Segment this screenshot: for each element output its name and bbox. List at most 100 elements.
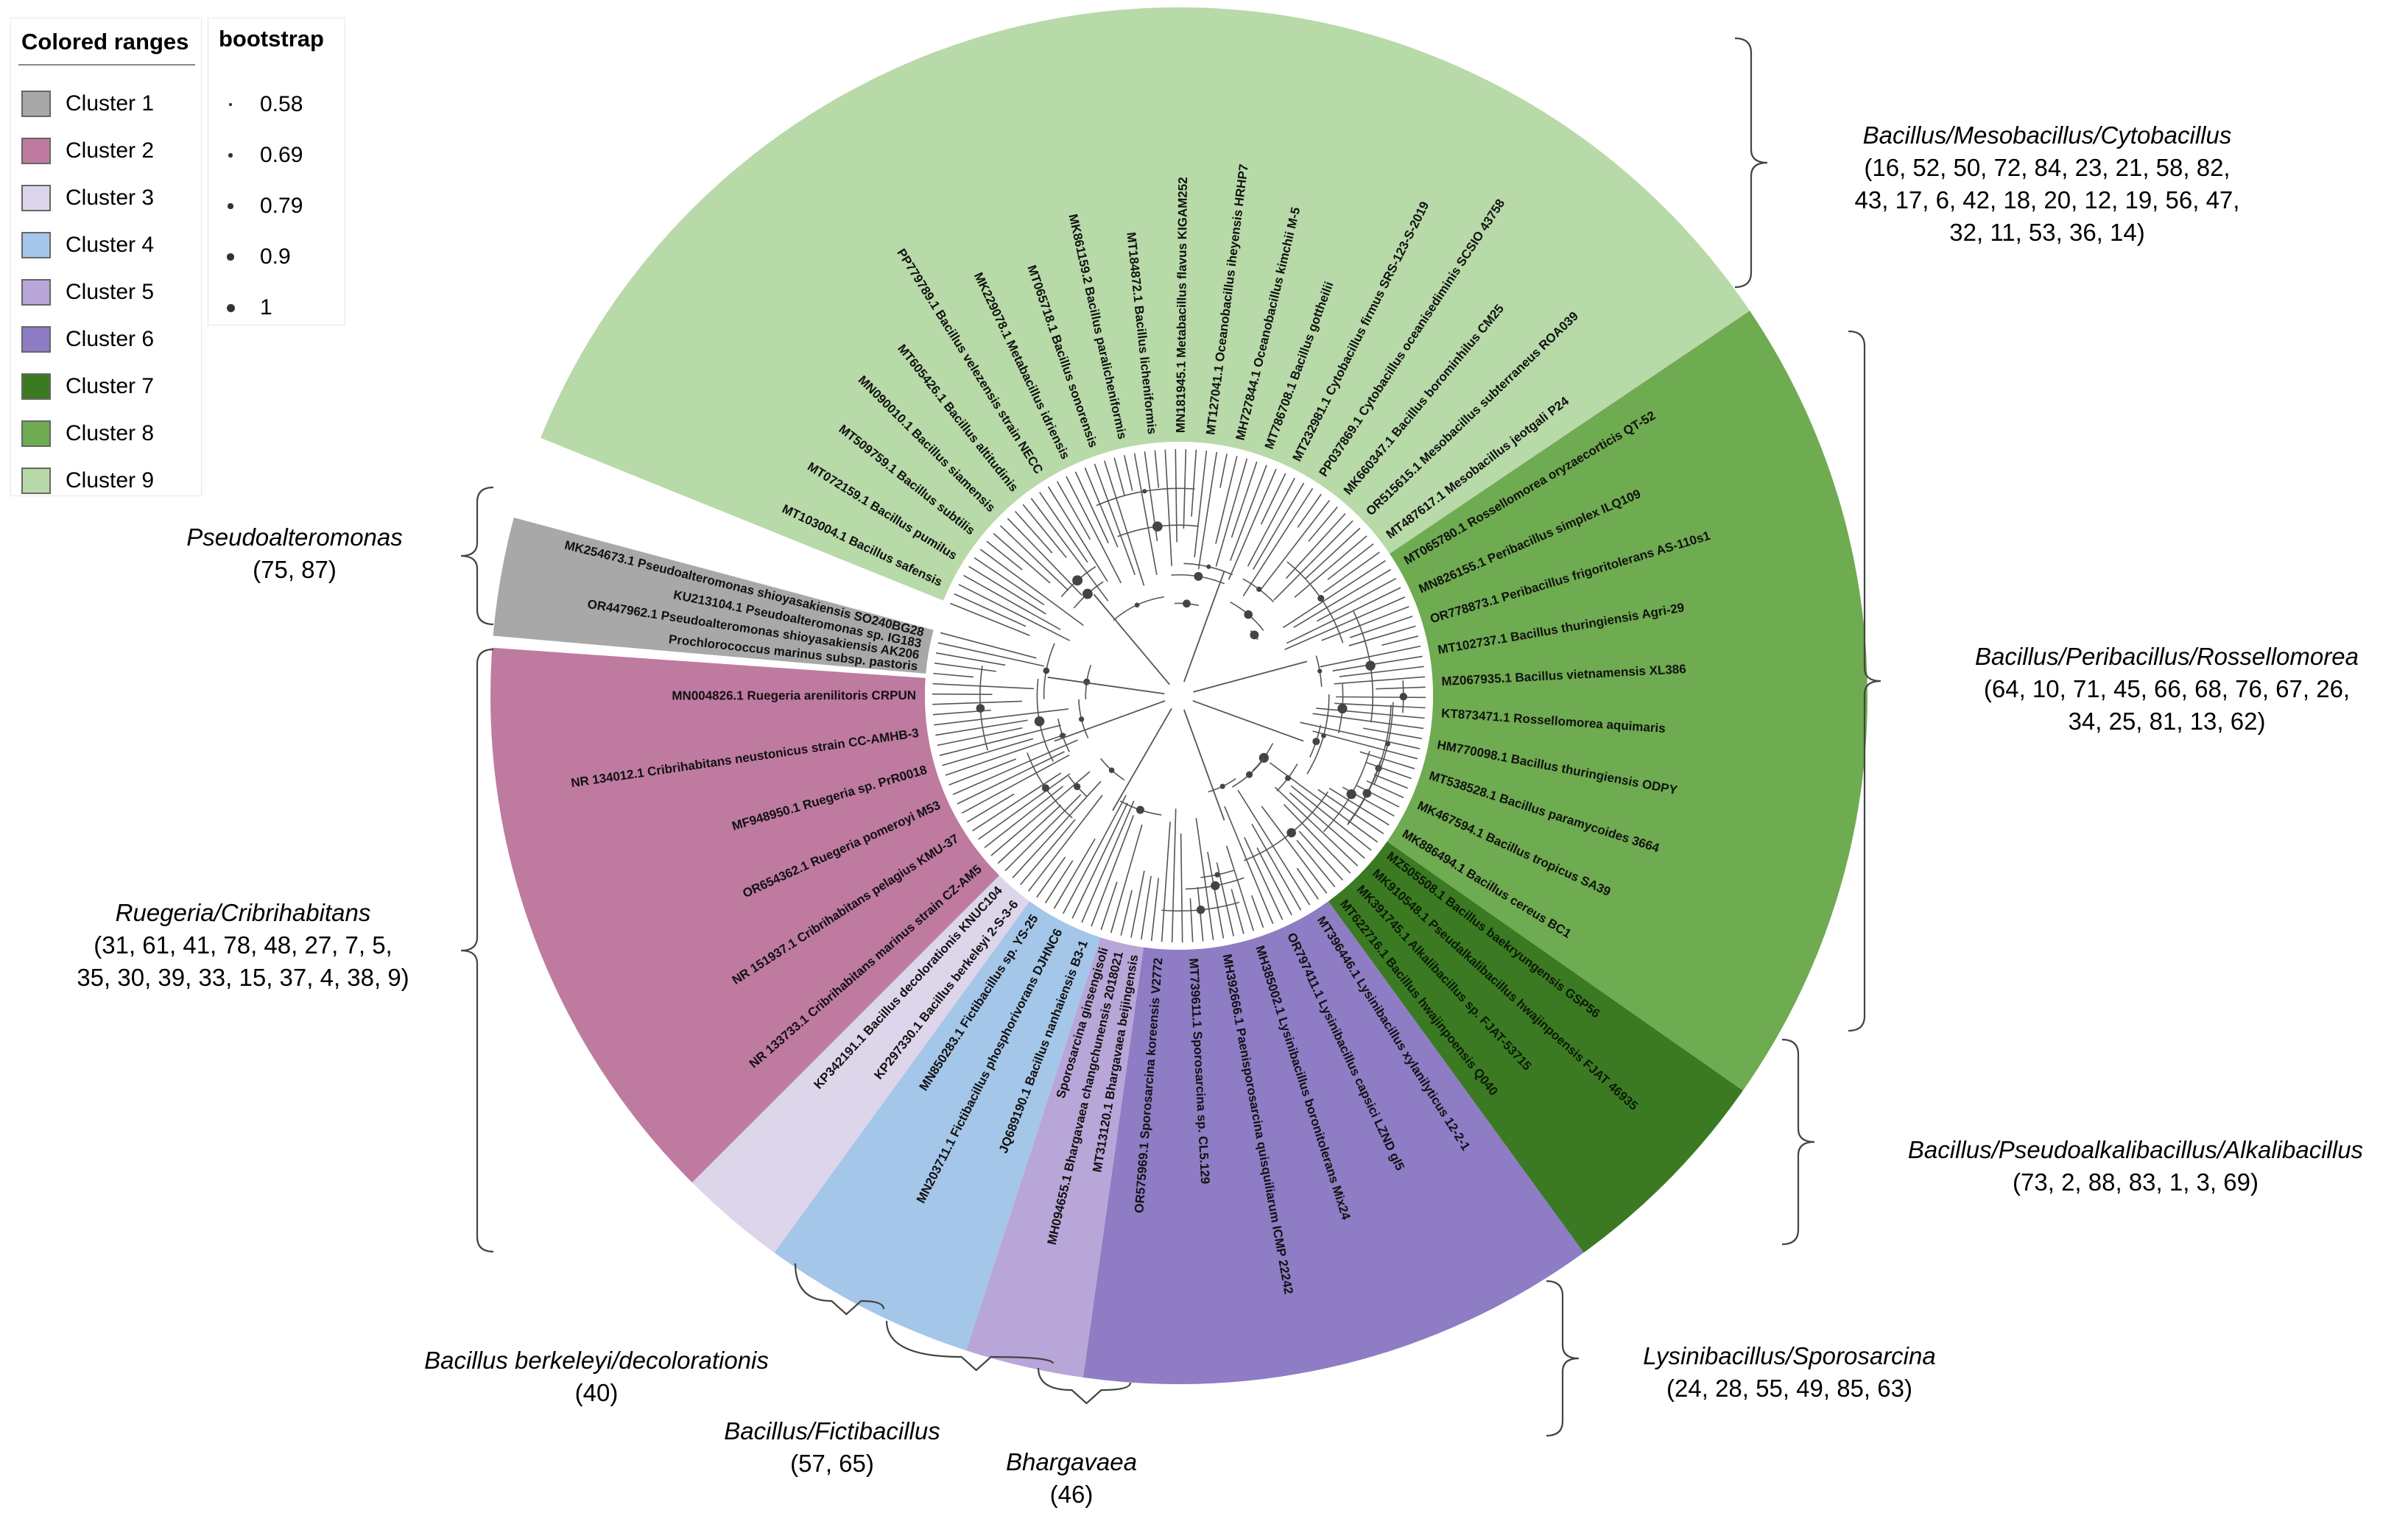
- tree-branch: [1047, 677, 1165, 695]
- legend-range-label: Cluster 7: [66, 374, 155, 398]
- tree-branch: [1373, 774, 1408, 789]
- tree-branch: [933, 672, 974, 678]
- tree-branch: [1376, 686, 1426, 690]
- tree-branch: [1290, 785, 1372, 851]
- group-bracket: [1546, 1280, 1580, 1437]
- tree-branch: [1030, 498, 1109, 602]
- bootstrap-dot-icon: [228, 153, 233, 158]
- tree-branch: [937, 642, 1045, 667]
- legend-range-label: Cluster 4: [66, 233, 155, 257]
- tree-branch: [1256, 847, 1292, 916]
- tree-branch: [1215, 458, 1248, 567]
- tree-branch: [1189, 898, 1194, 942]
- tree-branch: [1274, 786, 1359, 867]
- tree-branch: [1261, 500, 1331, 590]
- tree-branch: [1175, 449, 1177, 543]
- tree-branch: [1228, 468, 1277, 580]
- group-label-peribacillus: Bacillus/Peribacillus/Rossellomorea (64,…: [1975, 643, 2359, 735]
- legend-range-row: Cluster 6: [21, 326, 154, 353]
- legend-title-underline: [18, 64, 195, 66]
- tree-branch: [954, 593, 1027, 627]
- tree-branch: [1229, 465, 1267, 561]
- tree-branch: [1093, 593, 1170, 685]
- bootstrap-node: [1219, 783, 1225, 789]
- legend-bootstrap-row: 0.9: [216, 244, 291, 269]
- bootstrap-node: [1246, 771, 1253, 778]
- tree-branch: [957, 751, 1065, 805]
- tree-branch: [986, 540, 1023, 571]
- tree-branch: [1237, 789, 1311, 906]
- tree-branch: [1260, 473, 1286, 525]
- bootstrap-node: [1142, 489, 1147, 494]
- bootstrap-node: [1152, 521, 1163, 532]
- bootstrap-dot-icon: [229, 103, 232, 106]
- group-bracket: [794, 1263, 885, 1316]
- tree-branches: [932, 449, 1426, 942]
- group-bracket: [460, 648, 494, 1253]
- bootstrap-node: [1317, 669, 1323, 674]
- tree-branch: [942, 738, 1034, 766]
- legend-bootstrap-title: bootstrap: [219, 26, 324, 52]
- tree-branch: [1317, 789, 1384, 834]
- tree-branch: [1193, 660, 1308, 693]
- tree-branch: [1285, 513, 1346, 579]
- bootstrap-node: [1285, 775, 1291, 781]
- tree-branch: [1286, 587, 1401, 644]
- tree-branch: [1027, 794, 1103, 892]
- sector-cluster1: [493, 518, 934, 674]
- bootstrap-node: [1321, 733, 1326, 738]
- tree-branch: [961, 754, 1070, 814]
- group-label-bhargavaea: Bhargavaea (46): [1006, 1448, 1137, 1508]
- legend-bootstrap-row: 1: [216, 295, 272, 320]
- bootstrap-node: [1206, 564, 1211, 569]
- legend-range-row: Cluster 1: [21, 91, 154, 117]
- tree-branch: [1251, 823, 1302, 911]
- bootstrap-node: [1258, 752, 1269, 763]
- tree-branch: [1036, 856, 1066, 898]
- legend-range-row: Cluster 9: [21, 468, 154, 494]
- tree-branch: [948, 758, 1016, 786]
- group-label-pseudoalteromonas: Pseudoalteromonas (75, 87): [186, 523, 403, 583]
- tree-branch: [978, 773, 1071, 840]
- tree-branch: [1044, 860, 1074, 904]
- tree-branch: [940, 632, 1037, 659]
- tree-branch: [952, 739, 1078, 795]
- bootstrap-node: [1034, 716, 1045, 727]
- tree-branch: [1296, 839, 1336, 888]
- group-label-lysinibacillus: Lysinibacillus/Sporosarcina (24, 28, 55,…: [1643, 1342, 1936, 1402]
- legend-range-row: Cluster 3: [21, 185, 154, 211]
- tree-branch: [1161, 822, 1171, 942]
- tree-branch: [1183, 709, 1225, 821]
- tree-branch: [958, 584, 1071, 641]
- tree-branch: [1133, 453, 1158, 575]
- bootstrap-node: [1134, 602, 1140, 608]
- group-label-fictibacillus: Bacillus/Fictibacillus (57, 65): [724, 1417, 940, 1477]
- tree-branch: [1305, 527, 1361, 579]
- tree-branch: [984, 786, 1064, 848]
- bootstrap-node: [1286, 828, 1296, 838]
- group-label-ruegeria: Ruegeria/Cribrihabitans (31, 61, 41, 78,…: [77, 899, 409, 991]
- tree-branch: [972, 772, 1062, 832]
- group-brackets: [460, 37, 1881, 1437]
- tree-branch: [932, 683, 1034, 690]
- tree-branch: [1298, 830, 1344, 881]
- legend-range-label: Cluster 5: [66, 280, 155, 304]
- legend-range-label: Cluster 9: [66, 468, 155, 493]
- bootstrap-node: [1365, 660, 1376, 671]
- tree-branch: [1110, 824, 1143, 934]
- bootstrap-node: [1211, 881, 1220, 891]
- legend-range-row: Cluster 4: [21, 232, 154, 258]
- legend-range-label: Cluster 8: [66, 421, 155, 445]
- bootstrap-node: [1250, 630, 1259, 640]
- tree-branch: [1224, 805, 1274, 925]
- tree-branch: [1366, 761, 1412, 780]
- tree-branch: [1130, 870, 1145, 938]
- bootstrap-node: [1385, 741, 1391, 747]
- tree-branch: [1283, 560, 1386, 629]
- tree-branch: [1140, 875, 1152, 940]
- legend-swatch: [21, 138, 51, 164]
- legend-swatch: [21, 185, 51, 211]
- bootstrap-node: [1337, 703, 1348, 714]
